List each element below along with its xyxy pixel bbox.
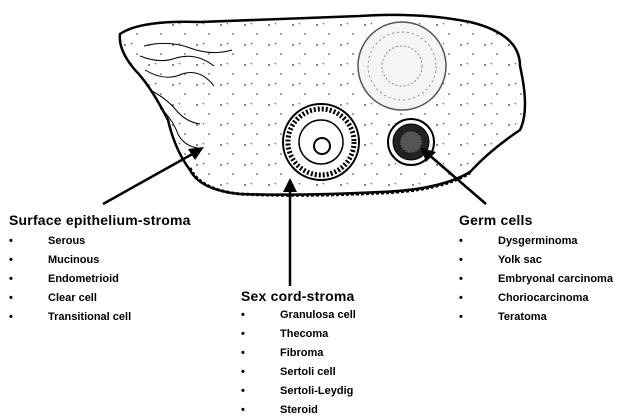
list-item: •Embryonal carcinoma — [459, 270, 533, 289]
list-item: •Sertoli cell — [241, 363, 354, 382]
sexcord-group: Sex cord-stroma •Granulosa cell •Thecoma… — [241, 288, 354, 420]
list-item: •Yolk sac — [459, 251, 533, 270]
list-item: •Endometrioid — [9, 270, 191, 289]
germ-title: Germ cells — [459, 212, 533, 228]
list-item: •Teratoma — [459, 308, 533, 327]
sexcord-title: Sex cord-stroma — [241, 288, 354, 304]
corpus-body — [358, 22, 446, 110]
list-item: •Dysgerminoma — [459, 232, 533, 251]
list-item: •Transitional cell — [9, 308, 191, 327]
surface-title: Surface epithelium-stroma — [9, 212, 191, 228]
germ-group: Germ cells •Dysgerminoma •Yolk sac •Embr… — [459, 212, 533, 327]
list-item: •Sertoli-Leydig — [241, 382, 354, 401]
list-item: •Serous — [9, 232, 191, 251]
list-item: •Fibroma — [241, 344, 354, 363]
list-item: •Mucinous — [9, 251, 191, 270]
follicle — [283, 104, 359, 180]
list-item: •Granulosa cell — [241, 306, 354, 325]
germ-list: •Dysgerminoma •Yolk sac •Embryonal carci… — [459, 232, 533, 327]
list-item: •Choriocarcinoma — [459, 289, 533, 308]
sexcord-list: •Granulosa cell •Thecoma •Fibroma •Serto… — [241, 306, 354, 420]
list-item: •Steroid — [241, 401, 354, 420]
surface-group: Surface epithelium-stroma •Serous •Mucin… — [9, 212, 191, 327]
list-item: •Clear cell — [9, 289, 191, 308]
arrow-surface — [103, 147, 204, 204]
list-item: •Thecoma — [241, 325, 354, 344]
surface-list: •Serous •Mucinous •Endometrioid •Clear c… — [9, 232, 191, 327]
